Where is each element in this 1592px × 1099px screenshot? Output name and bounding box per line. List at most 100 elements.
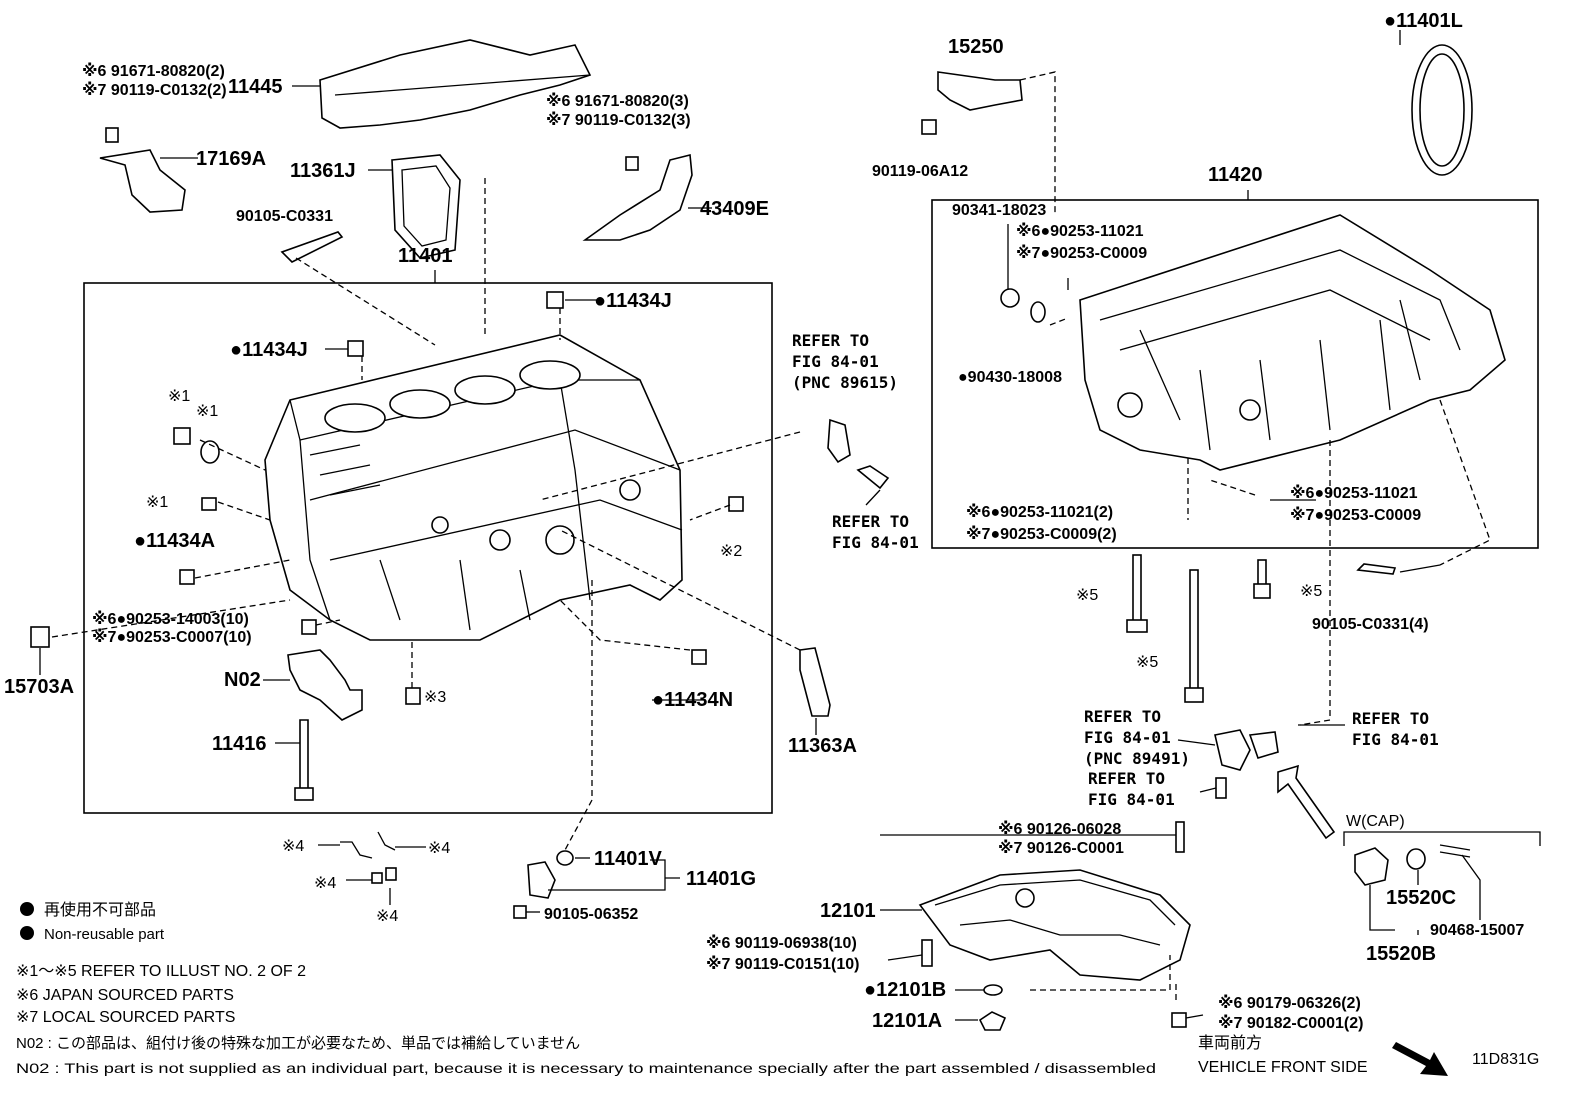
legend-note7: ※7 LOCAL SOURCED PARTS xyxy=(16,1009,235,1026)
mark-1b: ※1 xyxy=(196,403,218,420)
legend-note6: ※6 JAPAN SOURCED PARTS xyxy=(16,987,234,1004)
mark-4d: ※4 xyxy=(376,908,398,925)
label-15703A: 15703A xyxy=(4,676,74,698)
label-12101B: ●12101B xyxy=(864,979,946,1001)
legend-nonreusable-jp: 再使用不可部品 xyxy=(44,901,156,919)
label-90119-C0132-2: ※7 90119-C0132(2) xyxy=(82,81,227,99)
note-marks: ※1 ※1 ※1 ※2 ※3 ※4 ※4 ※4 ※4 ※5 ※5 ※5 xyxy=(146,388,1322,925)
label-wcap: W(CAP) xyxy=(1346,813,1405,830)
legend-n02-jp: N02 : この部品は、組付け後の特殊な加工が必要なため、単品では補給していませ… xyxy=(16,1035,580,1052)
oil-pan-upper-box xyxy=(931,199,1539,549)
label-90105-C0331-4: 90105-C0331(4) xyxy=(1312,616,1429,633)
label-11401V: 11401V xyxy=(594,848,663,870)
bullet-nonreusable-en xyxy=(20,926,34,940)
label-90119-C0132-3: ※7 90119-C0132(3) xyxy=(546,111,691,129)
mark-4a: ※4 xyxy=(282,838,304,855)
leader-lines xyxy=(39,30,1491,1021)
label-90430-18008: ●90430-18008 xyxy=(958,369,1062,386)
label-11445: 11445 xyxy=(228,76,283,98)
label-90468-15007: 90468-15007 xyxy=(1430,922,1524,939)
front-side-jp: 車両前方 xyxy=(1198,1034,1262,1052)
part-labels: ●11401L 15250 11420 90119-06A12 90341-18… xyxy=(4,10,1524,1032)
label-90119-06A12: 90119-06A12 xyxy=(872,163,968,180)
legend-nonreusable-en: Non-reusable part xyxy=(44,926,165,943)
refer3-line1: REFER TO xyxy=(1084,707,1161,726)
label-90105-06352: 90105-06352 xyxy=(544,906,638,923)
cylinder-block-drawing xyxy=(264,334,683,641)
refer2-line2: FIG 84-01 xyxy=(832,533,919,552)
refer1-line3: (PNC 89615) xyxy=(792,373,898,392)
label-90253-C0009-a: ※7●90253-C0009 xyxy=(1016,244,1147,262)
label-11434J-b: ●11434J xyxy=(230,339,308,361)
refer5-line1: REFER TO xyxy=(1352,709,1429,728)
diagram-id: 11D831G xyxy=(1472,1051,1539,1068)
refer5-line2: FIG 84-01 xyxy=(1352,730,1439,749)
label-90253-11021-2: ※6●90253-11021(2) xyxy=(966,503,1113,521)
label-11434N: ●11434N xyxy=(652,689,733,711)
legend-note1: ※1～※5 REFER TO ILLUST NO. 2 OF 2 xyxy=(16,963,306,980)
cylinder-block-box xyxy=(83,282,773,814)
mark-4c: ※4 xyxy=(314,875,336,892)
label-91671-80820-3: ※6 91671-80820(3) xyxy=(546,92,689,110)
label-15520B: 15520B xyxy=(1366,943,1436,965)
refer4-line2: FIG 84-01 xyxy=(1088,790,1175,809)
label-90105-C0331: 90105-C0331 xyxy=(236,208,333,225)
label-90253-11021-a: ※6●90253-11021 xyxy=(1016,222,1144,240)
label-11434A: ●11434A xyxy=(134,530,215,552)
label-11416: 11416 xyxy=(212,733,267,755)
mark-2: ※2 xyxy=(720,543,742,560)
direction-arrow xyxy=(1277,764,1336,840)
label-11401: 11401 xyxy=(398,245,453,267)
label-90119-C0151: ※7 90119-C0151(10) xyxy=(706,955,859,973)
label-11361J: 11361J xyxy=(290,160,356,182)
label-11434J-a: ●11434J xyxy=(594,290,672,312)
refer1-line2: FIG 84-01 xyxy=(792,352,879,371)
legend: 再使用不可部品 Non-reusable part ※1～※5 REFER TO… xyxy=(16,901,1368,1076)
label-15250: 15250 xyxy=(948,36,1004,58)
refer3-line3: (PNC 89491) xyxy=(1084,749,1190,768)
label-11420: 11420 xyxy=(1208,164,1263,186)
wcap-bracket xyxy=(1343,831,1541,846)
vehicle-front-arrow xyxy=(1392,1042,1448,1076)
oil-pan-drawing xyxy=(918,869,1191,981)
refer-callouts: REFER TO FIG 84-01 (PNC 89615) REFER TO … xyxy=(792,331,1439,809)
label-90341-18023: 90341-18023 xyxy=(952,202,1046,219)
legend-n02-en: N02 : This part is not supplied as an in… xyxy=(16,1060,1156,1076)
label-90126-06028: ※6 90126-06028 xyxy=(998,820,1121,838)
label-90126-C0001: ※7 90126-C0001 xyxy=(998,839,1124,857)
mark-5a: ※5 xyxy=(1076,587,1098,604)
label-43409E: 43409E xyxy=(700,198,769,220)
mark-1c: ※1 xyxy=(146,494,168,511)
refer4-line1: REFER TO xyxy=(1088,769,1165,788)
label-N02: N02 xyxy=(224,669,261,691)
refer2-line1: REFER TO xyxy=(832,512,909,531)
label-91671-80820-2: ※6 91671-80820(2) xyxy=(82,62,225,80)
label-12101: 12101 xyxy=(820,900,876,922)
front-side-en: VEHICLE FRONT SIDE xyxy=(1198,1059,1368,1076)
label-17169A: 17169A xyxy=(196,148,266,170)
label-15520C: 15520C xyxy=(1386,887,1456,909)
bullet-nonreusable-jp xyxy=(20,902,34,916)
label-11401L: ●11401L xyxy=(1384,10,1463,32)
label-12101A: 12101A xyxy=(872,1010,942,1032)
label-90253-C0007: ※7●90253-C0007(10) xyxy=(92,628,252,646)
label-11363A: 11363A xyxy=(788,735,857,757)
label-90253-C0009-2: ※7●90253-C0009(2) xyxy=(966,525,1117,543)
label-90182-C0001: ※7 90182-C0001(2) xyxy=(1218,1014,1363,1032)
small-parts xyxy=(30,39,1473,1031)
oil-pan-upper-drawing xyxy=(1079,214,1506,471)
label-90119-06938: ※6 90119-06938(10) xyxy=(706,934,857,952)
label-90253-14003: ※6●90253-14003(10) xyxy=(92,610,249,628)
mark-1a: ※1 xyxy=(168,388,190,405)
label-90179-06326: ※6 90179-06326(2) xyxy=(1218,994,1361,1012)
mark-3: ※3 xyxy=(424,689,446,706)
mark-5c: ※5 xyxy=(1300,583,1322,600)
label-90253-C0009-b: ※7●90253-C0009 xyxy=(1290,506,1421,524)
mark-4b: ※4 xyxy=(428,840,450,857)
refer3-line2: FIG 84-01 xyxy=(1084,728,1171,747)
mark-5b: ※5 xyxy=(1136,654,1158,671)
refer1-line1: REFER TO xyxy=(792,331,869,350)
label-11401G: 11401G xyxy=(686,868,756,890)
label-90253-11021-b: ※6●90253-11021 xyxy=(1290,484,1418,502)
